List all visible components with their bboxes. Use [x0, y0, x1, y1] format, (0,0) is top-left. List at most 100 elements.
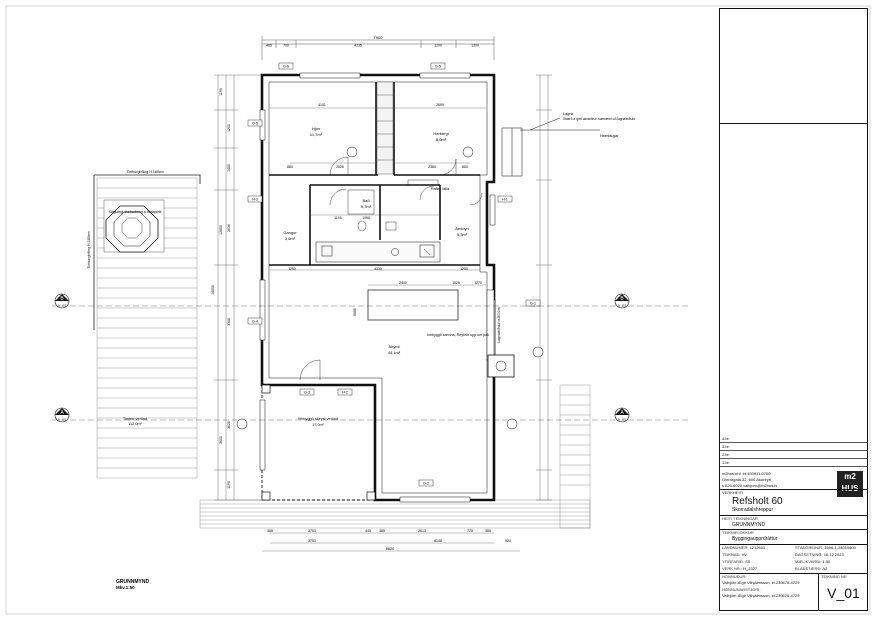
- drawing-type: Byggingaupprdráttur: [732, 536, 778, 542]
- dim-bottom-5: 2613: [418, 529, 426, 533]
- company-contact: s.825-6020 valbjorn@m2hus.is: [722, 483, 778, 488]
- storage-note: Lagnaleiðslur m.8000m: [496, 307, 501, 342]
- interior-dims: [262, 107, 520, 552]
- room-area-herbergi: 8,0m²: [436, 137, 447, 142]
- revision-row: 2.br.: [720, 451, 867, 459]
- company-name-text: m2hus ehf: [722, 471, 741, 476]
- doors: [299, 156, 483, 381]
- room-name-anddyri: Anddyri: [455, 226, 469, 231]
- dim-inner-11: 1250: [460, 267, 468, 271]
- dim-inner-14: 1270: [474, 281, 482, 285]
- dim-left-7: 14000: [211, 285, 215, 295]
- fence-label-top: Timburgirðing H.180cm: [126, 169, 163, 174]
- field-label: LANDNÚMER: [722, 545, 748, 550]
- grid-tag: G-3: [304, 391, 310, 395]
- dim-bottom-2: 3753: [308, 529, 316, 533]
- dim-inner-8: 1050: [362, 216, 370, 220]
- dim-left-5: 12650: [219, 225, 223, 235]
- field-label: YFIRFARIÐ: [722, 559, 743, 564]
- dim-bottom-7: 385: [485, 529, 491, 533]
- hot-tub: [103, 199, 165, 253]
- manager-name: Valbjörn Ægir Vilhjálmsson, kt.230676-47…: [722, 593, 800, 598]
- room-name-gangur: Gangur: [283, 230, 297, 235]
- field-value: 1:50: [822, 559, 831, 564]
- dim-bottom2-3: 920: [505, 539, 511, 543]
- section-letter: B: [620, 296, 624, 302]
- dimension-right: [536, 74, 552, 501]
- dim-top-1: 465: [266, 44, 272, 48]
- sheet-number-box: TEIKNING NR V_01: [818, 573, 868, 610]
- company-address: Glerárgata 32, 600 Akureyri: [722, 477, 771, 482]
- project-municipality: Skorradalshreppur: [732, 507, 774, 513]
- room-name-raflm: Raflm. lafla: [431, 187, 449, 191]
- project-name: Refsholt 60: [732, 496, 783, 507]
- grid-tag: H-3: [252, 198, 258, 202]
- storage-cabinet: [486, 289, 495, 361]
- dim-inner-2: 2699: [436, 103, 444, 107]
- interior-walls: [269, 82, 480, 266]
- field-value: 3506-1-24010600: [824, 545, 856, 550]
- timber-deck-right: [559, 384, 591, 529]
- grid-tag: G-5: [435, 65, 441, 69]
- section-marker-a-left: A V_03: [54, 407, 70, 423]
- dim-inner-4: 2380: [428, 165, 436, 169]
- lagnir-label: Lagnir: [563, 112, 574, 116]
- field-value: 18.12.2023: [823, 552, 844, 557]
- field-land-number: LANDNÚMER: L212601: [722, 545, 766, 550]
- dim-left-8: 1190: [227, 481, 231, 489]
- dim-inner-7: 1190: [334, 216, 342, 220]
- field-label: STAÐGREINIR: [795, 545, 823, 550]
- divider: [720, 489, 867, 490]
- dim-bottom-1: 385: [267, 529, 273, 533]
- lagnir-note: Staerð á rými ákvarðist í samræmi við la…: [563, 116, 636, 121]
- dim-inner-12: 2400: [399, 281, 407, 285]
- room-area-bad: 5,7m²: [361, 204, 372, 209]
- section-ref: V_03: [58, 418, 66, 422]
- grid-tag: G-5: [252, 122, 258, 126]
- revision-row: 4.br.: [720, 435, 867, 443]
- divider: [720, 515, 867, 516]
- grid-tag: G-6: [283, 65, 289, 69]
- kitchen-counter: [315, 241, 441, 263]
- room-area-anddyri: 5,3m²: [457, 232, 468, 237]
- fence-label-side: Timburgirðing H.180cm: [86, 231, 91, 268]
- dim-top-2: 700: [283, 44, 289, 48]
- drawing-scale: Mkv.1:50: [116, 585, 135, 590]
- dim-total-top: 7900: [374, 35, 384, 40]
- deck-room-name: Timbur verönd: [123, 417, 147, 421]
- service-duct: [501, 117, 600, 177]
- field-scale: MÆLIKVARÐI: 1:50: [795, 559, 831, 564]
- grid-tag: G-1: [530, 302, 536, 306]
- field-date: DAGSETNING: 18.12.2023: [795, 552, 844, 557]
- sheet-number-label: TEIKNING NR: [821, 574, 847, 579]
- grid-tag: H-2: [342, 391, 348, 395]
- section-markers: B V_03 B V_03 A V_03 A V_03: [52, 293, 690, 423]
- section-letter: A: [60, 410, 64, 416]
- room-area-terrace: 17,0m²: [312, 423, 325, 427]
- field-label: MÆLIKVARÐI: [795, 559, 821, 564]
- dim-bottom-6: 775: [467, 529, 473, 533]
- dim-inner-9: 1250: [288, 267, 296, 271]
- dim-inner-13: 1525: [452, 281, 460, 285]
- drawing-name: GRUNNMYND: [732, 522, 766, 528]
- dim-left-4: 2030: [227, 224, 231, 232]
- section-letter: B: [60, 296, 64, 302]
- field-job-number: VERK NR.: H_2327: [722, 566, 758, 571]
- dim-inner-3: 2525: [336, 165, 344, 169]
- field-value: L212601: [749, 545, 766, 550]
- title-block-empty-panel: [720, 9, 867, 124]
- field-paper-size: BLAÐSTÆRÐ: A2: [795, 566, 828, 571]
- drawing-type-label: TEIKNIFLOKKUR: [722, 530, 754, 535]
- room-area-alrymi: 44,1m²: [388, 350, 401, 355]
- section-marker-a-right: A V_03: [614, 407, 630, 423]
- dim-total-bottom: 8820: [386, 547, 394, 551]
- bathroom-fixtures: [347, 179, 439, 232]
- dim-inner-10: 4330: [374, 267, 382, 271]
- dim-bottom2-1: 3753: [308, 539, 316, 543]
- grid-tag: G-4: [252, 320, 258, 324]
- room-name-hjon: Hjón: [312, 126, 320, 131]
- field-staðgreinir: STAÐGREINIR: 3506-1-24010600: [795, 545, 856, 550]
- drawing-name-label: HEITI TEIKNINGAR: [722, 516, 758, 521]
